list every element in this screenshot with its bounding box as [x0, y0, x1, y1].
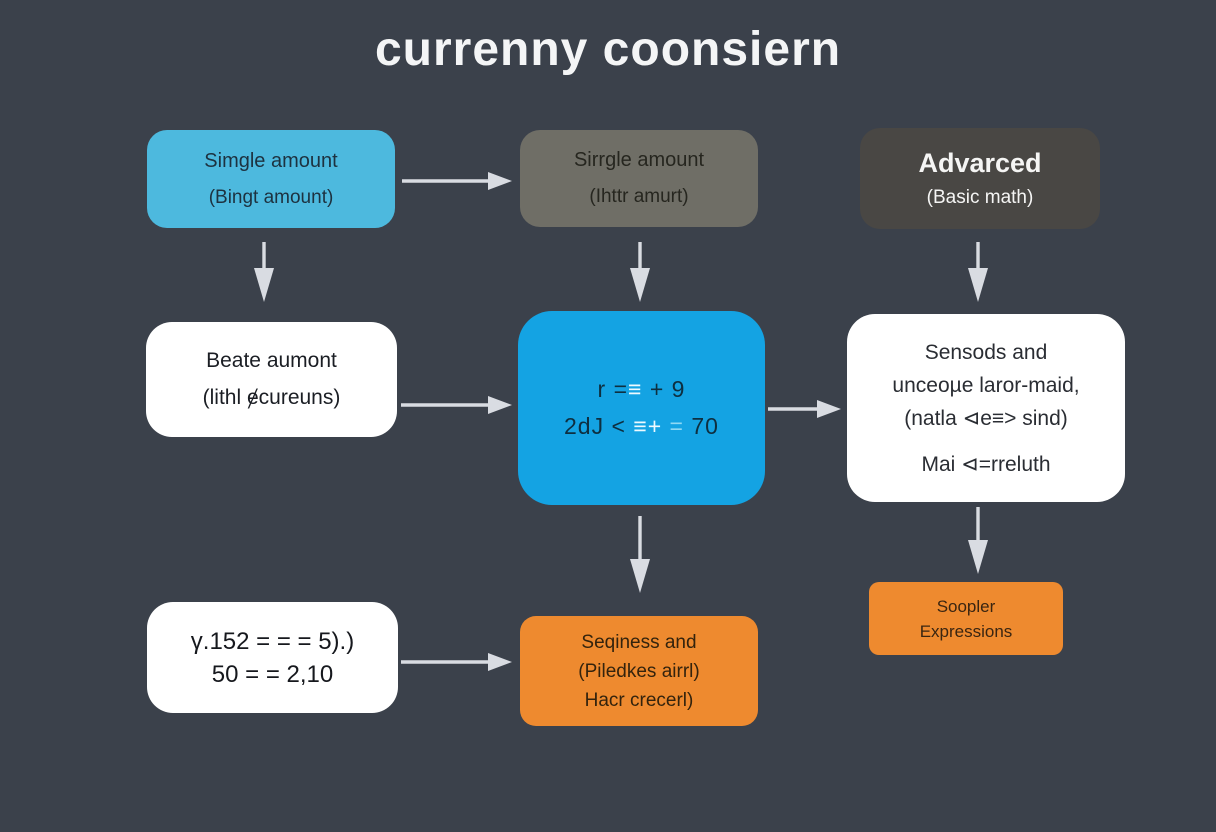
- node-sublabel: (lithl ɇcureuns): [202, 386, 341, 409]
- node-single-amount-gray: Sirrgle amount (Ihttr amurt): [520, 130, 758, 227]
- node-advanced: Advarced (Basic math): [860, 128, 1100, 229]
- node-label: Expressions: [919, 621, 1013, 641]
- node-label: Advarced: [918, 148, 1042, 178]
- node-simpler-expressions: Soopler Expressions: [869, 582, 1063, 655]
- node-formula: r =≡ + 9 2dJ < ≡+ = 70: [518, 311, 765, 505]
- arrow-head: [817, 400, 841, 418]
- node-label: Soopler: [936, 596, 996, 616]
- node-label: Sirrgle amount: [573, 149, 705, 171]
- formula-line-2: 2dJ < ≡+ = 70: [564, 413, 719, 440]
- formula-text: + 9: [642, 376, 686, 402]
- formula-text: 50 = = 2,10: [211, 660, 334, 688]
- node-sublabel: (natla ⊲e≡> sind): [904, 406, 1068, 430]
- node-label: Seqiness and: [581, 631, 697, 653]
- node-sensods: Sensods and unceoµe laror-maid, (natla ⊲…: [847, 314, 1125, 502]
- arrow-head: [630, 268, 650, 302]
- equiv-symbol: ≡: [628, 376, 643, 402]
- arrow-head: [488, 172, 512, 190]
- formula-line-1: r =≡ + 9: [598, 376, 686, 403]
- node-sublabel: (Ihttr amurt): [589, 186, 689, 207]
- arrow-head: [488, 653, 512, 671]
- node-single-amount: Simgle amount (Bingt amount): [147, 130, 395, 228]
- node-numbers: γ.152 = = = 5).) 50 = = 2,10: [147, 602, 398, 713]
- arrow-head: [254, 268, 274, 302]
- node-sublabel: (Bingt amount): [208, 186, 334, 208]
- diagram-title: currenny coonsiern: [374, 23, 842, 76]
- node-sublabel: Hacr crecerl): [584, 689, 694, 711]
- node-label: Beate aumont: [206, 349, 337, 372]
- node-label: unceoµe laror-maid,: [892, 373, 1080, 397]
- equiv-symbol: ≡+: [633, 413, 663, 439]
- formula-text: γ.152 = = = 5).): [190, 627, 355, 655]
- formula-text: 2dJ <: [564, 413, 634, 439]
- arrow-head: [968, 268, 988, 302]
- formula-text: r =: [597, 376, 629, 402]
- arrow-head: [488, 396, 512, 414]
- node-seqiness: Seqiness and (Piledkes airrl) Hacr crece…: [520, 616, 758, 726]
- node-label: Sensods and: [924, 340, 1048, 364]
- node-sublabel: (Basic math): [926, 187, 1034, 208]
- equals-symbol: =: [662, 413, 692, 439]
- node-sublabel: (Piledkes airrl): [578, 660, 700, 682]
- formula-text: 70: [691, 413, 719, 439]
- arrow-head: [968, 540, 988, 574]
- node-base-amount: Beate aumont (lithl ɇcureuns): [146, 322, 397, 437]
- arrow-head: [630, 559, 650, 593]
- node-sublabel: Mai ⊲=rreluth: [921, 452, 1051, 476]
- node-label: Simgle amount: [204, 149, 338, 172]
